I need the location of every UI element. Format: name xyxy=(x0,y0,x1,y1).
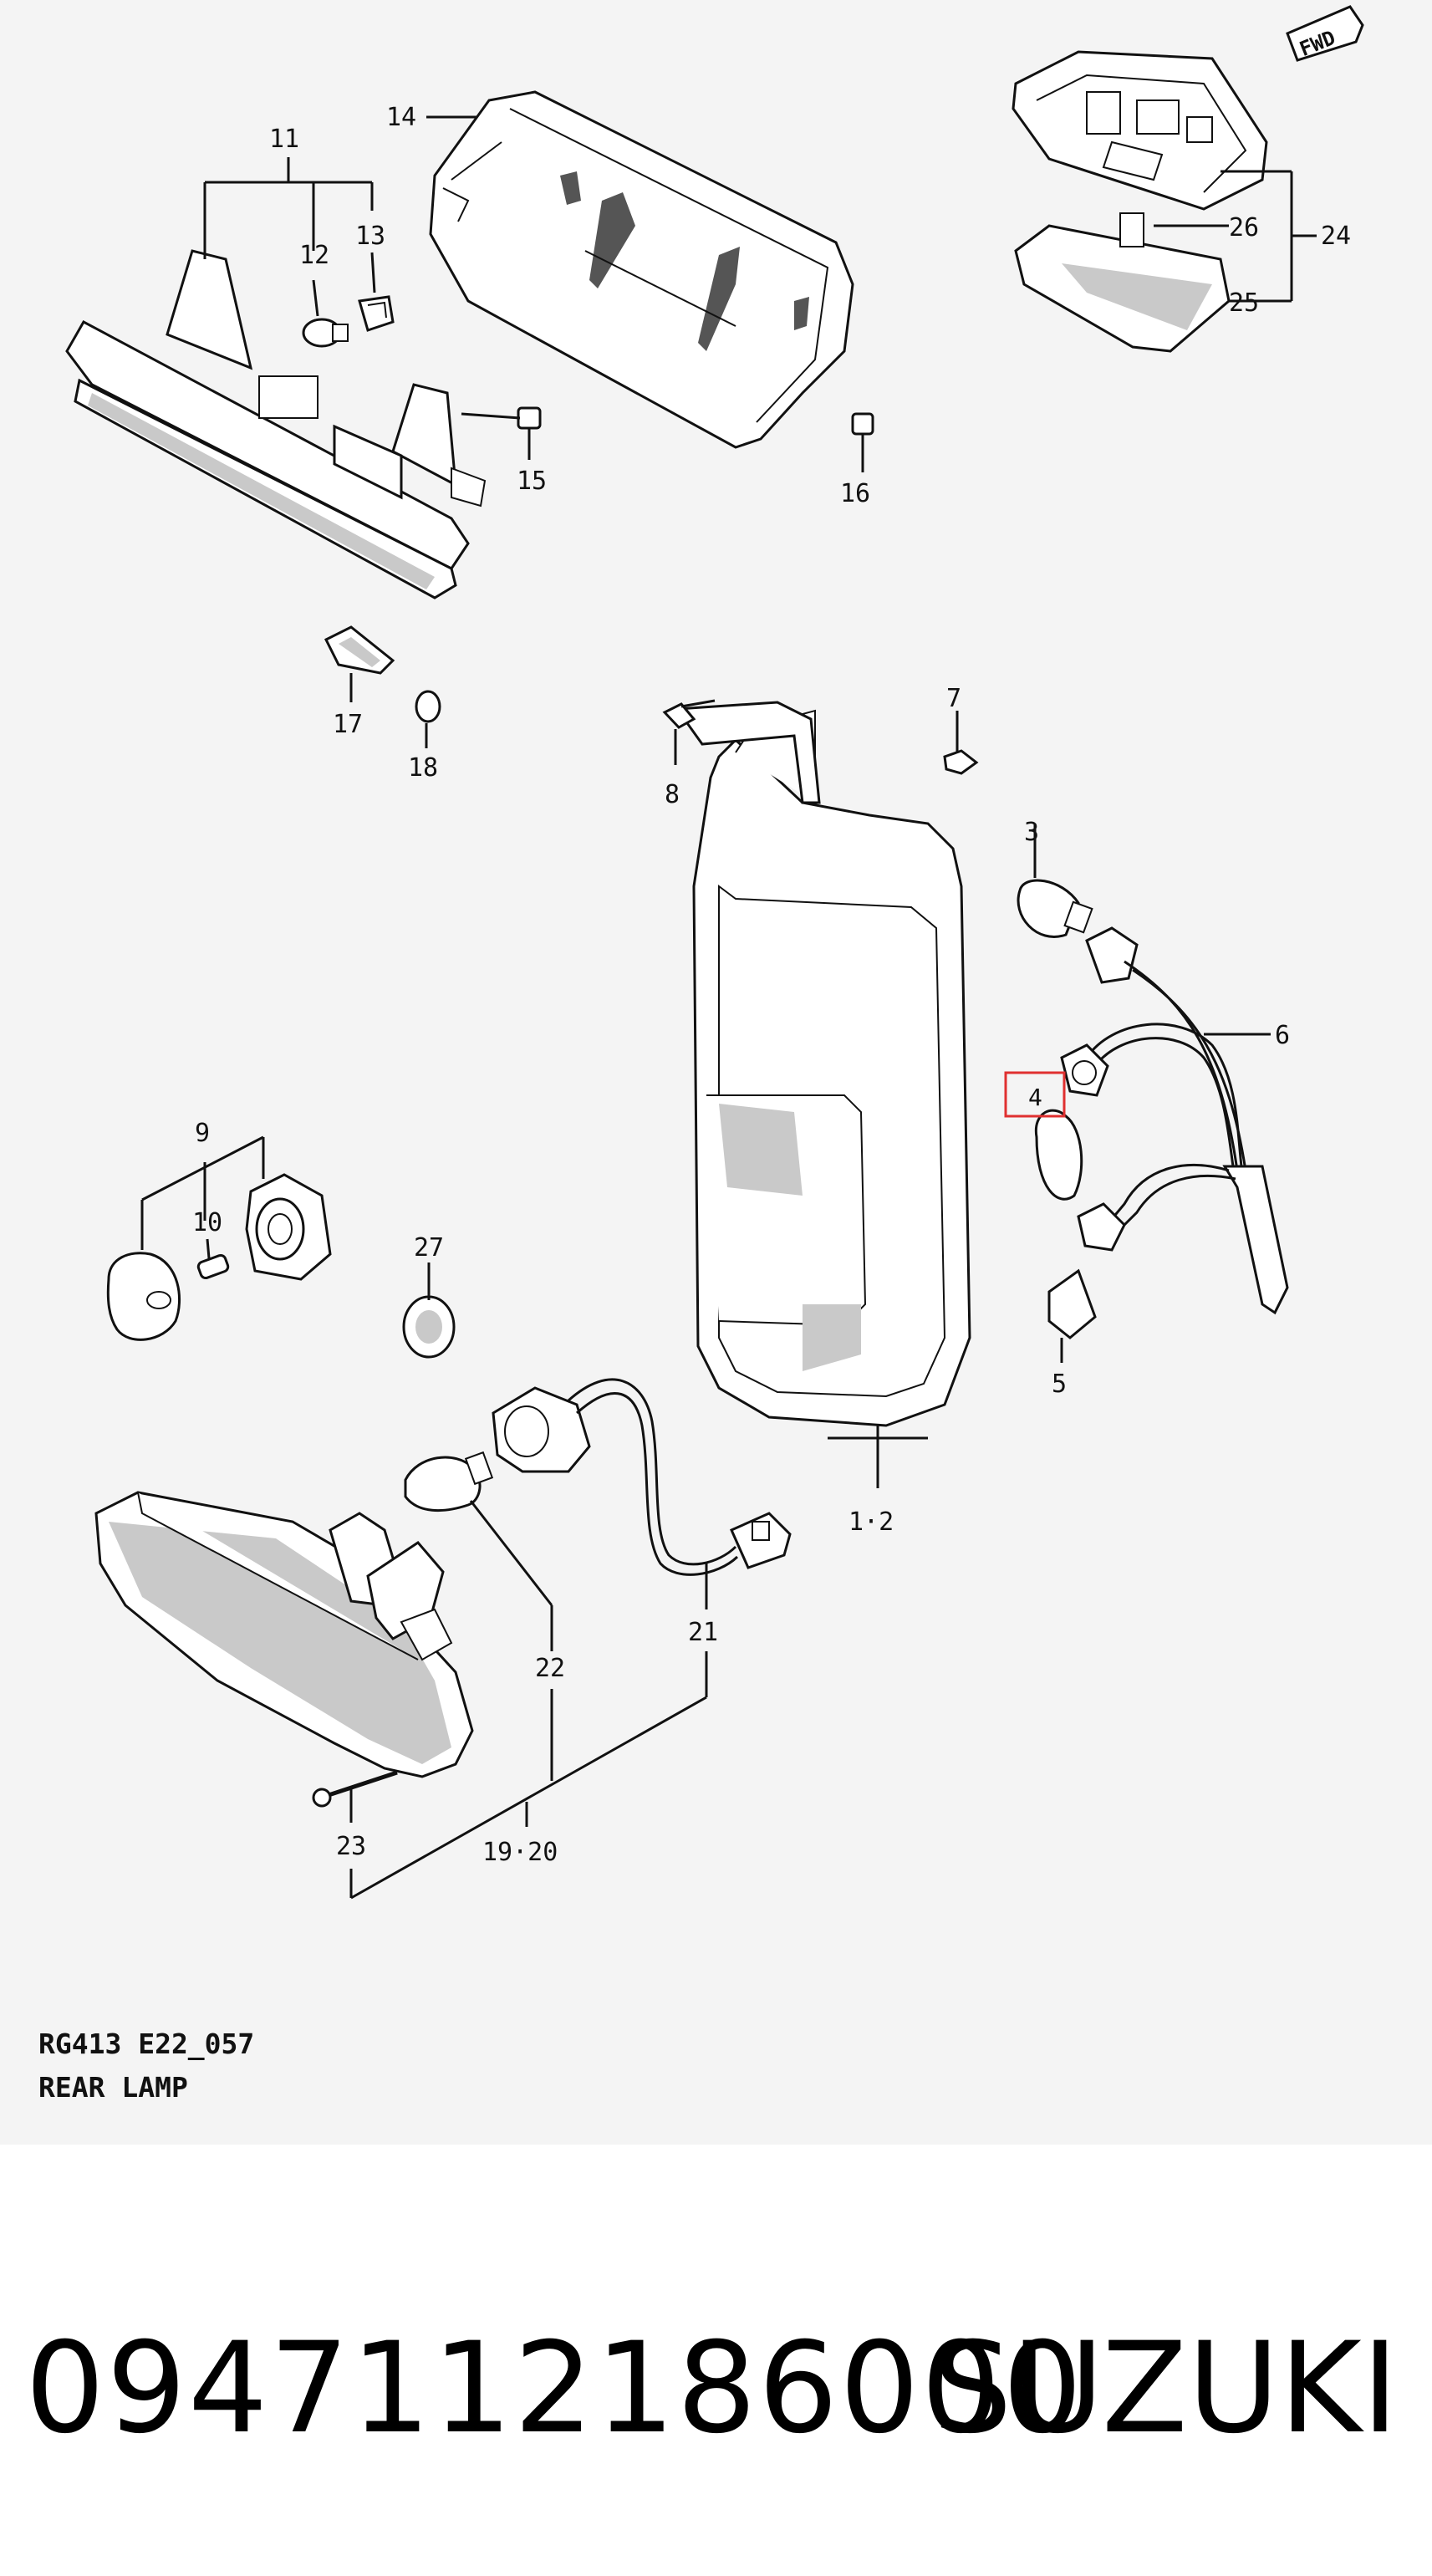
label-10: 10 xyxy=(192,1208,222,1237)
rear-lamp-body xyxy=(692,709,971,1427)
fog-lamp-socket-harness-21 xyxy=(492,1378,792,1576)
label-8: 8 xyxy=(665,780,680,809)
label-24: 24 xyxy=(1321,222,1351,251)
diagram-panel: FWD 24 26 25 xyxy=(0,0,1432,2145)
license-lamp-cover-9 xyxy=(106,1252,181,1341)
label-15: 15 xyxy=(517,467,547,496)
dome-lamp-lens xyxy=(1014,212,1231,353)
label-14: 14 xyxy=(386,103,416,132)
label-21: 21 xyxy=(688,1618,718,1647)
bulb-5: 5 xyxy=(1047,1268,1097,1399)
label-25: 25 xyxy=(1229,288,1259,318)
screw-8: 8 xyxy=(662,699,716,809)
exploded-parts-diagram: FWD 24 26 25 xyxy=(65,5,1364,1900)
callout-11: 11 12 13 xyxy=(203,125,385,317)
label-3: 3 xyxy=(1024,818,1039,847)
label-23: 23 xyxy=(336,1832,366,1861)
label-5: 5 xyxy=(1052,1370,1067,1399)
brand-name: SUZUKI xyxy=(932,2316,1399,2461)
label-6: 6 xyxy=(1275,1021,1290,1050)
label-7: 7 xyxy=(946,684,961,713)
label-11: 11 xyxy=(269,125,299,154)
bulb-4 xyxy=(1034,1109,1083,1201)
socket-5-assembly xyxy=(1077,1202,1126,1252)
grommet-17: 17 xyxy=(324,625,395,739)
label-26: 26 xyxy=(1229,213,1259,242)
callout-19-21-22: 21 22 19·20 xyxy=(349,1500,718,1900)
callout-24: 24 26 25 xyxy=(1154,170,1351,318)
dome-lamp-housing xyxy=(1012,50,1268,211)
callout-14: 14 xyxy=(386,103,476,132)
label-1-2: 1·2 xyxy=(848,1507,894,1537)
clip-18: 18 xyxy=(408,690,441,783)
wire-harness-6: 6 xyxy=(1085,926,1290,1315)
bulb-22 xyxy=(404,1451,494,1512)
lamp-cover-14 xyxy=(429,90,854,449)
label-16: 16 xyxy=(840,479,870,508)
high-mount-lamp-assembly xyxy=(65,249,487,599)
label-18: 18 xyxy=(408,753,438,783)
socket-4 xyxy=(1060,1043,1109,1097)
socket-13 xyxy=(358,295,395,332)
label-9: 9 xyxy=(195,1119,210,1148)
license-lamp-socket xyxy=(245,1173,332,1281)
screw-15: 15 xyxy=(461,406,547,496)
label-4: 4 xyxy=(1028,1084,1042,1111)
callout-9-10: 9 10 xyxy=(140,1119,265,1259)
diagram-title: REAR LAMP xyxy=(38,2071,188,2104)
bulb-3: 3 xyxy=(1017,818,1093,938)
label-12: 12 xyxy=(299,241,329,270)
bracket-top xyxy=(675,701,821,804)
fwd-arrow: FWD xyxy=(1286,5,1364,62)
bulb-10 xyxy=(196,1253,230,1280)
nut-7: 7 xyxy=(943,684,979,775)
screw-23: 23 xyxy=(312,1770,398,1861)
part-number: 0947112186000 xyxy=(25,2316,1084,2461)
callout-1-2: 1·2 xyxy=(828,1426,928,1537)
label-13: 13 xyxy=(355,222,385,251)
grommet-27: 27 xyxy=(402,1233,456,1359)
label-27: 27 xyxy=(414,1233,444,1262)
callout-4-highlight: 4 xyxy=(1004,1071,1066,1118)
screw-16: 16 xyxy=(840,412,874,508)
label-22: 22 xyxy=(535,1654,565,1683)
bulb-12 xyxy=(302,318,349,348)
fog-lamp-body xyxy=(94,1491,474,1778)
diagram-code: RG413 E22_057 xyxy=(38,2028,255,2060)
label-19-20: 19·20 xyxy=(482,1838,558,1867)
label-17: 17 xyxy=(333,710,363,739)
